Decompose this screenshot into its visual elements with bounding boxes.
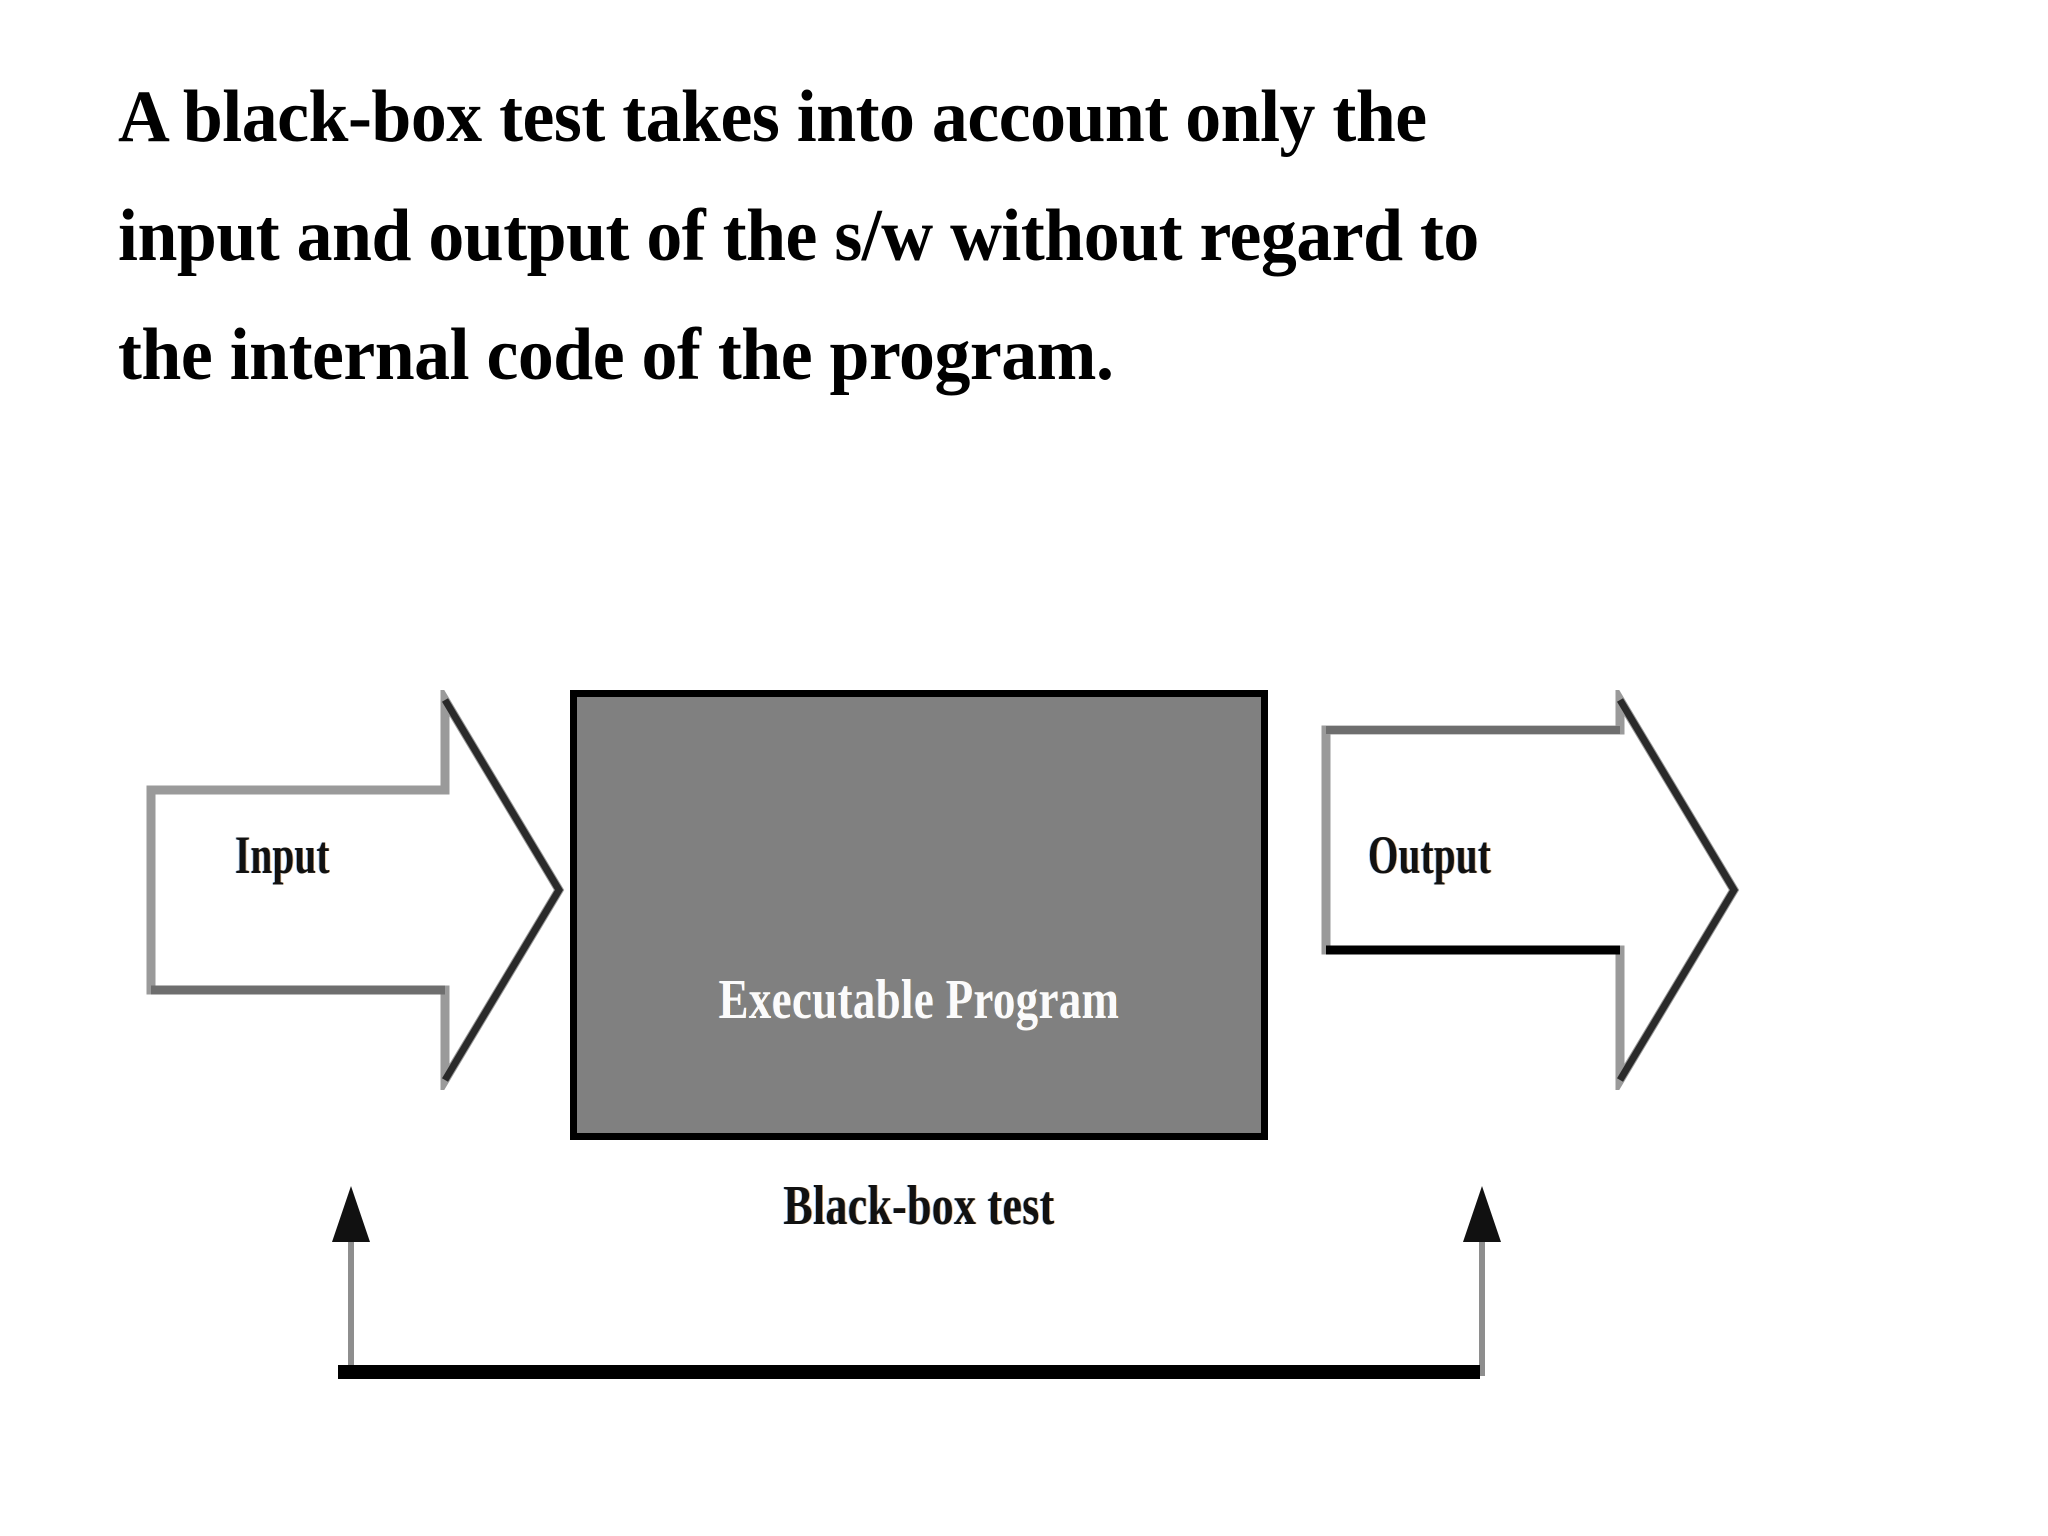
output-arrow-icon xyxy=(1321,690,1740,1090)
output-arrow-label: Output xyxy=(1368,825,1492,885)
input-arrow-label: Input xyxy=(235,825,330,885)
black-box-test-caption: Black-box test xyxy=(783,1175,1055,1237)
scope-bracket-icon xyxy=(332,1186,1501,1379)
title-line-2: input and output of the s/w without rega… xyxy=(118,195,1479,277)
executable-program-box: Executable Program xyxy=(570,690,1268,1140)
title-line-1: A black-box test takes into account only… xyxy=(118,76,1427,158)
input-arrow-icon xyxy=(146,690,565,1090)
page-title: A black-box test takes into account only… xyxy=(118,58,1938,415)
title-line-3: the internal code of the program. xyxy=(118,314,1114,396)
executable-program-label: Executable Program xyxy=(718,969,1120,1031)
